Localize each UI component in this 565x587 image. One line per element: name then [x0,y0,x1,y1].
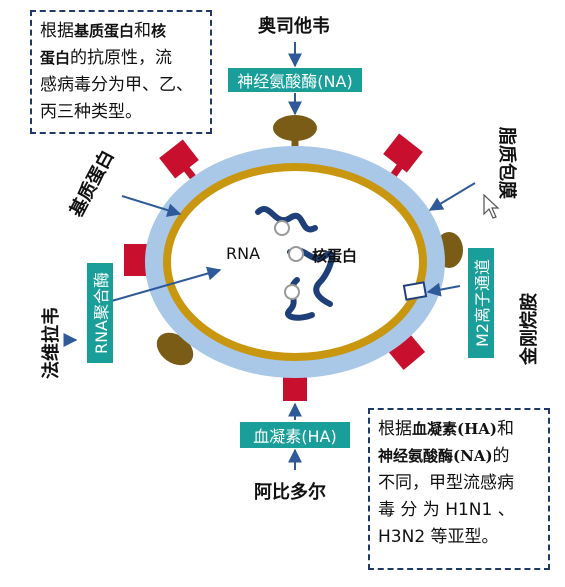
subtype-note: 根据血凝素(HA)和 神经氨酸酶(NA)的 不同，甲型流感病 毒 分 为 H1N… [368,408,550,570]
arrow-envelope [428,182,476,211]
antigen-type-note: 根据基质蛋白和核 蛋白的抗原性，流 感病毒分为甲、乙、 丙三种类型。 [30,10,212,134]
matrix-protein-layer [163,163,427,361]
nucleoprotein-label: 核蛋白 [312,247,358,265]
nucleoprotein-bead [284,284,300,300]
m2-channel [402,281,428,301]
m2-channel-box: M2离子通道 [468,248,494,358]
rna-strand [255,206,318,233]
arbidol-label: 阿比多尔 [254,482,326,503]
arrow-polymerase [107,266,222,303]
favipiravir-label: 法维拉韦 [41,307,62,379]
rna-polymerase-box: RNA聚合酶 [87,263,113,363]
arrow-m2 [426,282,461,297]
cursor-icon [483,193,500,219]
rna-label: RNA [226,244,261,263]
rna-strand [287,247,335,307]
ha-label-box: 血凝素(HA) [240,422,350,448]
amantadine-label: 金刚烷胺 [519,293,540,365]
lipid-envelope-label: 脂质包膜 [496,127,517,199]
lipid-envelope [145,146,445,378]
arrow-matrix [121,195,182,217]
nucleoprotein-bead [274,220,290,236]
na-label-box: 神经氨酸酶(NA) [228,68,362,92]
nucleoprotein-bead [288,246,304,262]
oseltamivir-label: 奥司他韦 [258,16,330,37]
